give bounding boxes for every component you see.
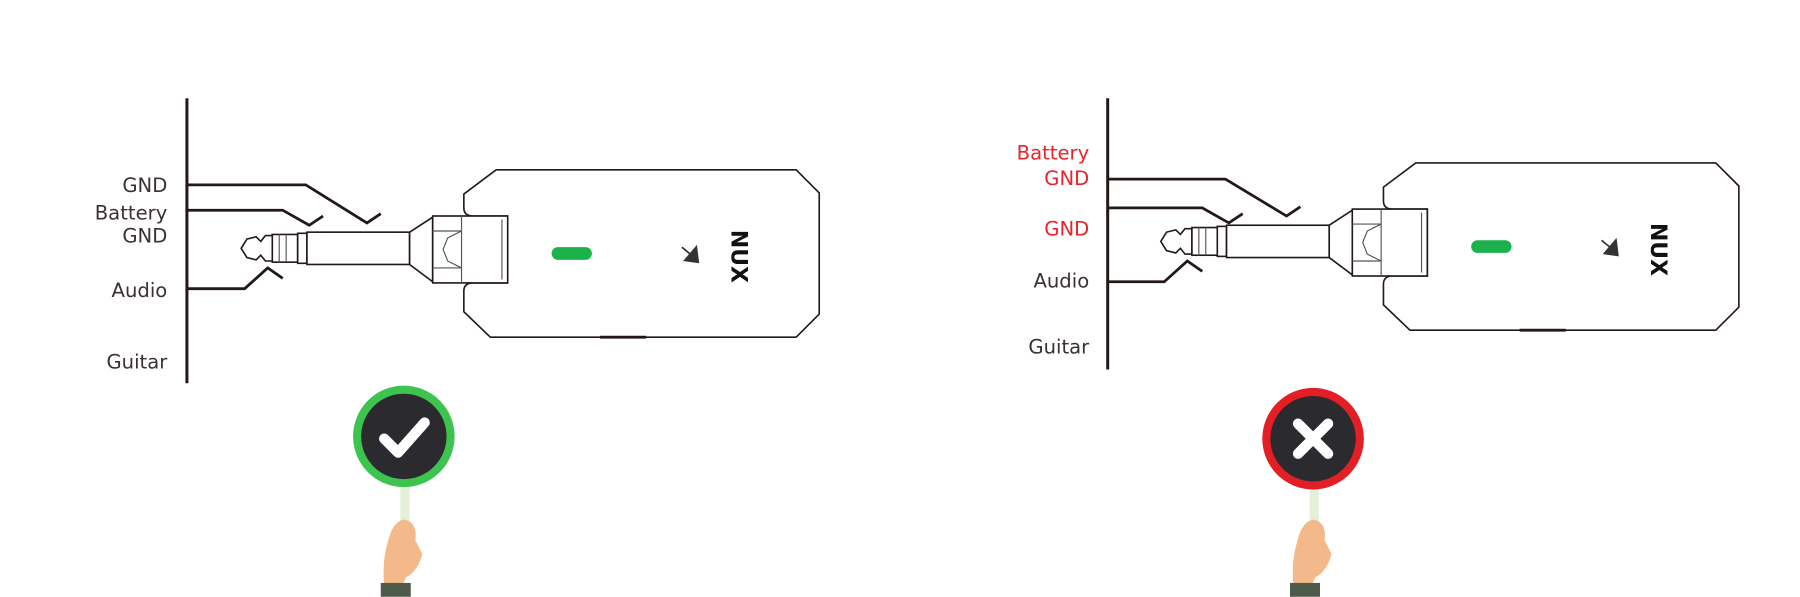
label-battery-gnd: GND <box>1044 167 1089 190</box>
wire-battery-gnd <box>1107 177 1302 218</box>
panel-incorrect: Battery GND GND Audio Guitar NUX <box>1017 98 1741 597</box>
check-icon <box>379 417 430 458</box>
label-guitar: Guitar <box>106 350 168 373</box>
led-indicator <box>1471 240 1512 253</box>
antenna-icon <box>681 244 700 264</box>
verdict-sign-incorrect <box>1262 387 1364 597</box>
hand <box>383 519 423 595</box>
verdict-sign-correct <box>353 385 455 597</box>
wire-battery-gnd <box>186 208 324 227</box>
wire-gnd <box>1107 206 1244 225</box>
label-battery: Battery <box>95 201 168 224</box>
nux-logo: NUX <box>1645 223 1670 276</box>
label-audio: Audio <box>112 279 168 302</box>
label-audio: Audio <box>1033 270 1089 293</box>
nux-logo: NUX <box>726 230 751 283</box>
wire-audio <box>1107 259 1204 284</box>
label-gnd: GND <box>1044 218 1089 241</box>
x-icon <box>1292 418 1334 459</box>
hand <box>1292 519 1332 595</box>
antenna-icon <box>1600 237 1619 257</box>
led-indicator <box>551 247 592 260</box>
wire-audio <box>186 266 284 291</box>
label-battery: Battery <box>1017 141 1090 164</box>
label-guitar: Guitar <box>1028 335 1090 358</box>
label-gnd: GND <box>122 174 167 197</box>
panel-correct: GND Battery GND Audio Guitar NUX <box>95 98 821 597</box>
label-battery-gnd: GND <box>122 225 167 248</box>
wire-gnd <box>186 183 382 225</box>
